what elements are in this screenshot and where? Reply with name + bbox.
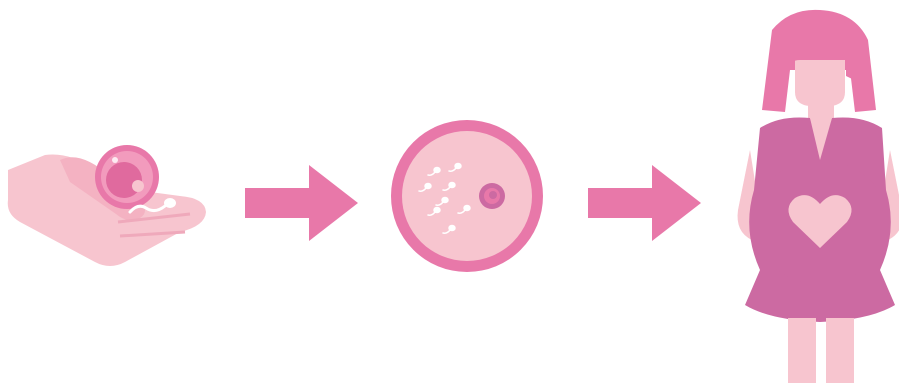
egg-with-sperm-icon [391, 120, 543, 272]
arrow-right-icon [588, 165, 701, 241]
hand-holding-egg-icon [8, 145, 206, 266]
arrow-right-icon [245, 165, 358, 241]
pregnant-woman-icon [738, 10, 899, 383]
